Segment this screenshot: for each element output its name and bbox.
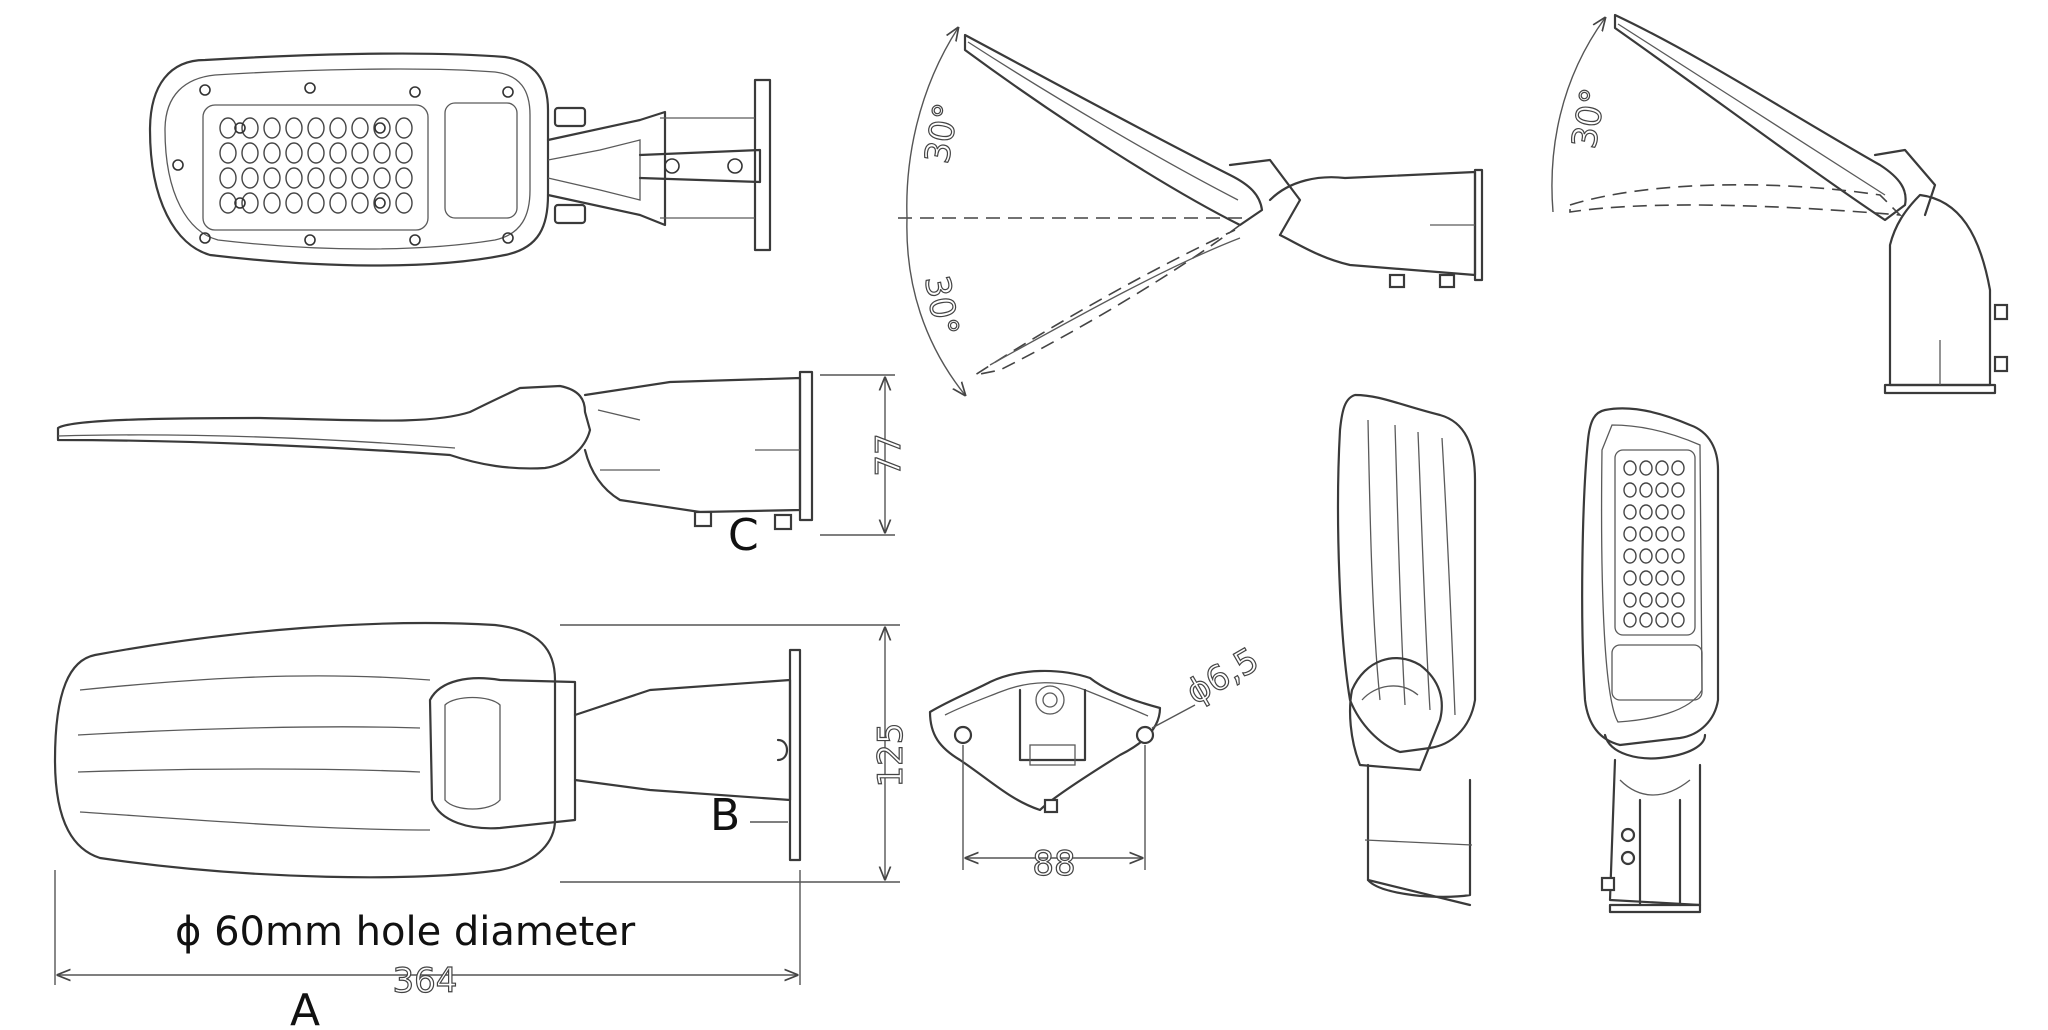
bottom-view: 125 364 B A ϕ 60mm hole diameter [53,621,912,1030]
angle-up-right: 30° [1564,85,1614,151]
tilt-view-right: 30° [1551,13,2009,395]
hole-note: ϕ 60mm hole diameter [175,909,636,955]
iso-back-view [1336,393,1477,907]
label-b: B [710,790,740,841]
dim-bracket-width: 88 [1032,844,1075,884]
bracket-view: 88 ϕ6,5 [928,639,1266,885]
led-array-iso [1623,460,1685,628]
label-c: C [728,510,759,561]
dim-height: 77 [869,433,909,476]
tilt-view-center: 30° 30° [898,28,1484,395]
led-array-top [172,82,514,246]
top-view [148,52,772,267]
side-view: 77 C [56,370,910,561]
angle-up: 30° [917,100,967,166]
dim-hole: ϕ6,5 [1180,640,1266,713]
iso-front-view [1581,407,1720,914]
label-a: A [290,985,320,1030]
dim-length: 364 [393,961,458,1001]
dim-width: 125 [871,723,911,788]
angle-down: 30° [916,273,966,339]
